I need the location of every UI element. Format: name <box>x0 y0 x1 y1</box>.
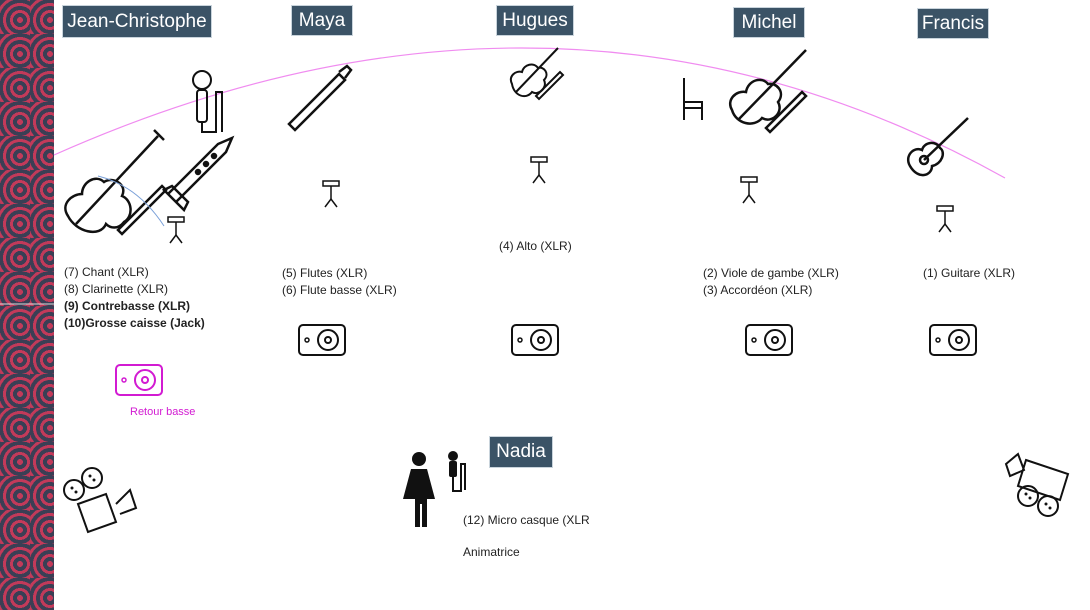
flute-icon <box>287 64 353 132</box>
bass-monitor-speaker-icon <box>115 364 163 396</box>
channel-flute-basse: (6) Flute basse (XLR) <box>282 283 397 297</box>
channel-guitare: (1) Guitare (XLR) <box>923 266 1016 280</box>
music-stand-icon <box>740 176 758 204</box>
channel-list-jean-christophe: (7) Chant (XLR) (8) Clarinette (XLR) (9)… <box>64 264 205 332</box>
music-stand-icon <box>530 156 548 184</box>
bass-monitor-label: Retour basse <box>130 406 196 418</box>
monitor-speaker-icon <box>511 324 559 356</box>
clarinet-icon <box>161 135 235 213</box>
channel-grosse-caisse: (10)Grosse caisse (Jack) <box>64 316 205 330</box>
music-stand-icon <box>322 180 340 208</box>
channel-clarinette: (8) Clarinette (XLR) <box>64 282 169 296</box>
channel-accordeon: (3) Accordéon (XLR) <box>703 283 813 297</box>
guitar-icon <box>906 117 969 177</box>
viola-icon <box>510 47 565 101</box>
video-camera-icon <box>1004 452 1070 517</box>
musician-label-michel: Michel <box>733 7 805 38</box>
channel-flutes: (5) Flutes (XLR) <box>282 266 368 280</box>
host-label-nadia: Nadia <box>489 436 553 468</box>
channel-viole-de-gambe: (2) Viole de gambe (XLR) <box>703 266 839 280</box>
microphone-icon <box>192 70 223 133</box>
monitor-speaker-icon <box>298 324 346 356</box>
channel-list-maya: (5) Flutes (XLR) (6) Flute basse (XLR) <box>282 265 397 299</box>
chair-icon <box>683 78 703 120</box>
monitor-speaker-icon <box>929 324 977 356</box>
musician-label-maya: Maya <box>291 5 353 36</box>
channel-contrebasse: (9) Contrebasse (XLR) <box>64 299 191 313</box>
viola-da-gamba-icon <box>729 49 808 134</box>
decorative-side-strip <box>0 0 54 610</box>
music-stand-icon <box>167 216 185 244</box>
musician-label-francis: Francis <box>917 8 989 39</box>
channel-list-michel: (2) Viole de gambe (XLR) (3) Accordéon (… <box>703 265 839 299</box>
woman-with-microphone-icon <box>403 451 466 527</box>
music-stand-icon <box>936 205 954 233</box>
musician-label-hugues: Hugues <box>496 5 574 36</box>
host-role: Animatrice <box>463 545 520 559</box>
video-camera-icon <box>63 467 138 534</box>
musician-label-jean-christophe: Jean-Christophe <box>62 5 212 38</box>
monitor-speaker-icon <box>745 324 793 356</box>
host-channel: (12) Micro casque (XLR <box>463 513 590 527</box>
channel-alto: (4) Alto (XLR) <box>499 239 572 253</box>
double-bass-icon <box>64 129 168 236</box>
channel-chant: (7) Chant (XLR) <box>64 265 149 279</box>
